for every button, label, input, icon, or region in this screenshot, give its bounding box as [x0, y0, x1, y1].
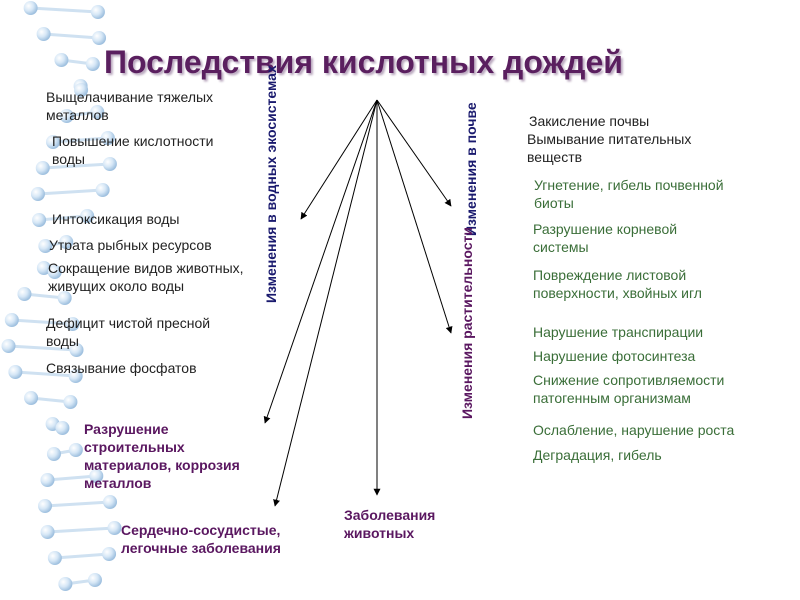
dna-bead	[59, 109, 74, 123]
category-plants: Изменения растительности	[459, 227, 475, 419]
dna-bead	[47, 551, 62, 565]
plant-item-leaf-damage: Повреждение листовой поверхности, хвойны…	[533, 267, 702, 301]
dna-bead	[35, 161, 50, 175]
left-item-phosphates: Связывание фосфатов	[46, 360, 197, 376]
dna-rung	[30, 6, 99, 14]
dna-rung	[42, 162, 110, 170]
dna-bead	[85, 57, 100, 71]
soil-item-roots: Разрушение корневой системы	[533, 221, 678, 255]
soil-item-acidification: Закисление почвы	[529, 113, 650, 129]
plant-item-transpiration: Нарушение транспирации	[533, 324, 704, 340]
dna-bead	[102, 157, 117, 171]
left-item-fish-loss: Утрата рыбных ресурсов	[49, 237, 212, 253]
dna-bead	[65, 317, 80, 331]
category-animals: Заболевания животных	[344, 507, 436, 541]
dna-bead	[103, 495, 118, 509]
left-item-fresh-water-deficit: Дефицит чистой пресной воды	[46, 315, 211, 349]
dna-bead	[1, 339, 16, 353]
dna-bead	[45, 135, 60, 149]
dna-bead	[24, 391, 39, 405]
dna-bead	[59, 235, 74, 249]
dna-bead	[89, 469, 104, 483]
dna-bead	[92, 31, 107, 45]
dna-helix-decoration	[1, 1, 122, 591]
plant-item-resistance: Снижение сопротивляемости патогенным орг…	[533, 372, 725, 406]
dna-bead	[54, 53, 69, 67]
category-water: Изменения в водных экосистемах	[263, 65, 279, 303]
dna-bead	[17, 287, 32, 301]
dna-rung	[11, 318, 73, 326]
arrow-to-plants	[376, 99, 453, 334]
dna-bead	[40, 473, 55, 487]
left-item-heavy-metals: Выщелачивание тяжелых металлов	[46, 89, 214, 123]
dna-bead	[36, 261, 51, 275]
left-item-species-decline: Сокращение видов животных, живущих около…	[48, 260, 244, 294]
dna-rung	[44, 500, 111, 508]
dna-bead	[4, 313, 19, 327]
dna-rung	[52, 136, 108, 144]
dna-rung	[43, 32, 100, 40]
dna-bead	[23, 1, 38, 15]
dna-rung	[8, 344, 77, 352]
left-item-intoxication: Интоксикация воды	[52, 211, 180, 227]
dna-bead	[32, 213, 47, 227]
dna-bead	[55, 421, 70, 435]
dna-bead	[30, 187, 45, 201]
arrow-to-human-disease	[273, 99, 378, 507]
plant-item-degradation: Деградация, гибель	[533, 447, 662, 463]
dna-bead	[47, 265, 62, 279]
dna-rung	[38, 214, 88, 222]
page-title: Последствия кислотных дождей	[104, 44, 623, 80]
dna-rung	[47, 526, 115, 534]
dna-bead	[38, 239, 53, 253]
dna-bead	[8, 365, 23, 379]
dna-rung	[47, 474, 97, 482]
dna-bead	[46, 447, 61, 461]
dna-rung	[37, 188, 103, 196]
dna-bead	[80, 209, 95, 223]
dna-bead	[69, 343, 84, 357]
category-soil: Изменения в почве	[463, 102, 479, 236]
dna-bead	[68, 443, 83, 457]
dna-rung	[54, 552, 110, 560]
dna-bead	[87, 573, 102, 587]
dna-bead	[57, 291, 72, 305]
left-item-materials: Разрушение строительных материалов, корр…	[84, 421, 240, 491]
arrow-to-soil	[376, 99, 452, 207]
dna-bead	[95, 183, 110, 197]
dna-bead	[74, 83, 89, 97]
dna-bead	[68, 369, 83, 383]
dna-bead	[107, 521, 122, 535]
soil-item-nutrient-leaching: Вымывание питательных веществ	[527, 131, 692, 165]
left-item-human-disease: Сердечно-сосудистые, легочные заболевани…	[121, 522, 281, 556]
dna-bead	[38, 499, 53, 513]
arrow-to-materials	[263, 99, 378, 424]
dna-bead	[100, 131, 115, 145]
plant-item-growth: Ослабление, нарушение роста	[533, 422, 735, 438]
dna-rung	[15, 370, 76, 378]
soil-item-biota: Угнетение, гибель почвенной биоты	[534, 177, 724, 211]
arrow-to-water	[300, 99, 378, 220]
dna-bead	[58, 577, 73, 591]
left-item-acidity: Повышение кислотности воды	[52, 133, 214, 167]
plant-item-photosynthesis: Нарушение фотосинтеза	[533, 348, 696, 364]
dna-bead	[36, 27, 51, 41]
dna-bead	[90, 105, 105, 119]
dna-bead	[40, 525, 55, 539]
dna-bead	[90, 5, 105, 19]
dna-bead	[63, 395, 78, 409]
dna-bead	[102, 547, 117, 561]
